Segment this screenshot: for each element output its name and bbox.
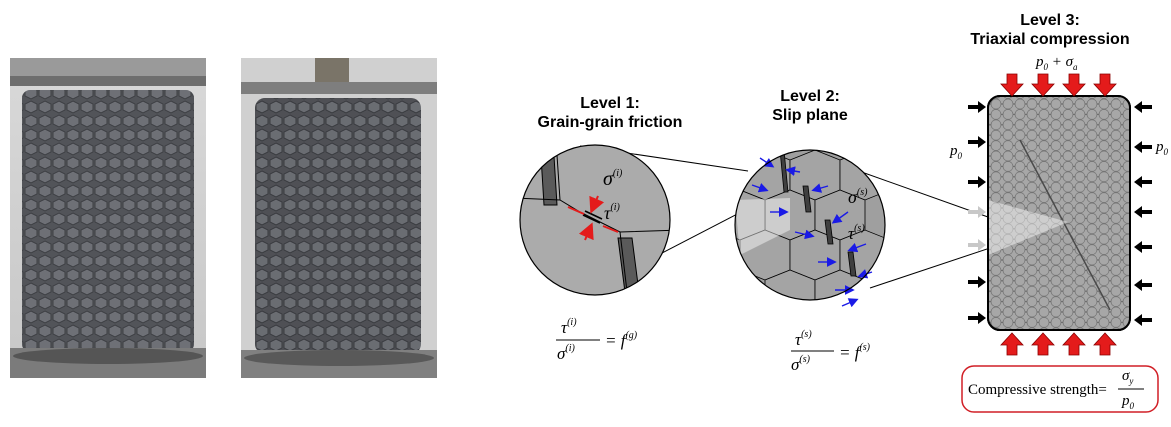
level1-title: Level 1: Grain-grain friction bbox=[520, 94, 700, 132]
level1-shear-arrow-left bbox=[567, 206, 585, 215]
level3-specimen bbox=[987, 95, 1131, 331]
level1-normal-arrow-top bbox=[589, 195, 605, 214]
level3-title-line1: Level 3: bbox=[1020, 12, 1080, 29]
level1-title-line2: Grain-grain friction bbox=[537, 114, 683, 131]
strength-denominator: p0 bbox=[1121, 393, 1135, 411]
level2-sigma-label: σ(s) bbox=[848, 187, 868, 207]
level3-title: Level 3: Triaxial compression bbox=[960, 11, 1140, 49]
level1-equation: τ(i) σ(i) = f(g) bbox=[556, 317, 638, 363]
svg-text:τ(i): τ(i) bbox=[561, 317, 577, 337]
specimen-photo-before bbox=[10, 58, 206, 378]
level2-title-line2: Slip plane bbox=[772, 107, 848, 124]
level2-title-line1: Level 2: bbox=[780, 88, 840, 105]
level3-top-load-arrows bbox=[1000, 73, 1117, 97]
level1-normal-arrow-bottom bbox=[578, 222, 594, 241]
svg-text:σ(s): σ(s) bbox=[791, 354, 811, 374]
level3-right-confining-arrows bbox=[1134, 101, 1152, 326]
compressive-strength-label: Compressive strength= bbox=[968, 382, 1107, 398]
compressive-strength-box: Compressive strength= σy p0 bbox=[961, 365, 1159, 413]
level3-left-load-label: p0 bbox=[949, 143, 963, 161]
level1-sigma-label: σ(i) bbox=[603, 168, 623, 190]
level2-tau-label: τ(s) bbox=[848, 223, 865, 243]
svg-text:= f(s): = f(s) bbox=[839, 342, 871, 362]
svg-text:σ(i): σ(i) bbox=[557, 343, 575, 363]
level2-contact-arrows bbox=[751, 157, 873, 308]
level1-title-line1: Level 1: bbox=[580, 95, 640, 112]
level2-magnifier bbox=[734, 149, 886, 308]
level3-bottom-load-arrows bbox=[1000, 332, 1117, 356]
level3-top-load-label: p0 + σa bbox=[1035, 54, 1078, 72]
strength-numerator: σy bbox=[1122, 368, 1133, 386]
level2-equation: τ(s) σ(s) = f(s) bbox=[791, 329, 871, 374]
level1-shear-arrow-right bbox=[602, 225, 619, 233]
level1-magnifier bbox=[519, 144, 671, 296]
svg-text:= f(g): = f(g) bbox=[605, 330, 638, 350]
level3-left-confining-arrows bbox=[968, 101, 986, 324]
svg-text:τ(s): τ(s) bbox=[795, 329, 812, 349]
level2-title: Level 2: Slip plane bbox=[740, 87, 880, 125]
specimen-photo-after bbox=[241, 58, 437, 378]
level3-zoom-cone bbox=[988, 200, 1068, 255]
level3-right-load-label: p0 bbox=[1155, 139, 1169, 157]
level3-shear-band bbox=[1019, 139, 1111, 311]
level3-title-line2: Triaxial compression bbox=[970, 31, 1130, 48]
level1-tau-label: τ(i) bbox=[604, 202, 621, 223]
